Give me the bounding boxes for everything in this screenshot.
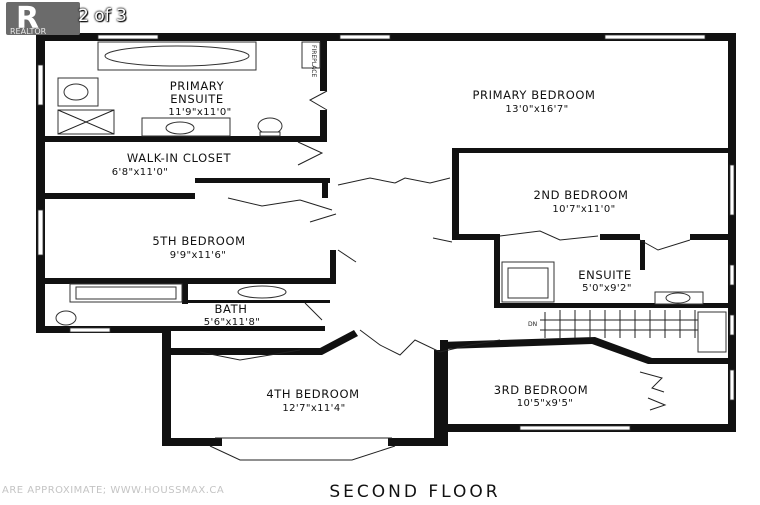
room-dim-primary-bedroom: 13'0"x16'7" — [505, 104, 568, 115]
room-name-4th-bedroom: 4TH BEDROOM — [266, 387, 359, 401]
room-name-primary-bedroom: PRIMARY BEDROOM — [472, 88, 595, 102]
room-name-primary-ensuite: PRIMARY — [170, 79, 225, 93]
page-counter: 2 of 3 — [78, 6, 127, 26]
floor-label: SECOND FLOOR — [329, 482, 500, 502]
room-dim-bath: 5'6"x11'8" — [204, 317, 260, 328]
room-dim-ensuite: 5'0"x9'2" — [582, 283, 632, 294]
interior-walls — [45, 41, 728, 446]
windows — [37, 34, 735, 431]
room-name-5th-bedroom: 5TH BEDROOM — [152, 234, 245, 248]
room-name-bath: BATH — [215, 302, 248, 316]
room-dim-4th-bedroom: 12'7"x11'4" — [282, 403, 345, 414]
realtor-logo-letter: R — [16, 1, 40, 36]
room-name-ensuite: ENSUITE — [578, 268, 631, 282]
realtor-badge[interactable]: R REALTOR — [6, 1, 80, 36]
room-dim-5th-bedroom: 9'9"x11'6" — [170, 250, 226, 261]
room-name-primary-ensuite-2: ENSUITE — [170, 92, 223, 106]
room-dim-walk-in-closet: 6'8"x11'0" — [112, 167, 168, 178]
room-name-2nd-bedroom: 2ND BEDROOM — [533, 188, 628, 202]
room-dim-3rd-bedroom: 10'5"x9'5" — [517, 398, 573, 409]
doors — [199, 90, 691, 461]
room-dim-2nd-bedroom: 10'7"x11'0" — [552, 204, 615, 215]
staircase — [540, 310, 727, 353]
room-name-3rd-bedroom: 3RD BEDROOM — [494, 383, 588, 397]
footer-note: ARE APPROXIMATE; WWW.HOUSSMAX.CA — [2, 485, 225, 496]
fixtures — [55, 41, 727, 353]
stair-down-label: DN — [528, 321, 537, 328]
room-name-walk-in-closet: WALK-IN CLOSET — [127, 151, 232, 165]
fireplace-label: FIREPLACE — [310, 45, 317, 77]
room-labels: PRIMARY ENSUITE 11'9"x11'0" PRIMARY BEDR… — [112, 45, 632, 414]
room-dim-primary-ensuite: 11'9"x11'0" — [168, 107, 231, 118]
realtor-logo-caption: REALTOR — [10, 27, 47, 36]
